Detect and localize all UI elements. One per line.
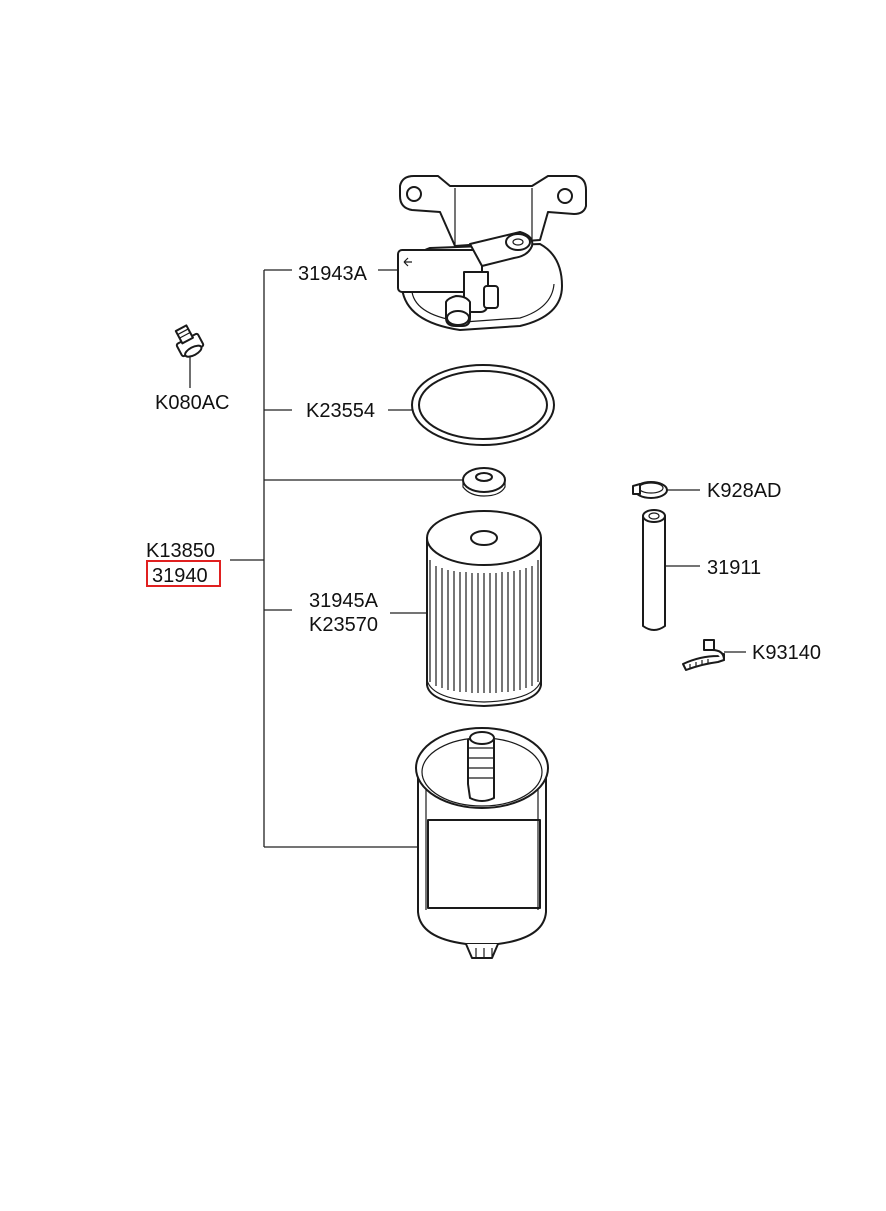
label-clamp: K928AD: [707, 480, 782, 502]
filter-bowl-part: [415, 727, 549, 959]
label-filter-head: 31943A: [298, 263, 368, 285]
label-assembly-k13850: K13850: [146, 540, 215, 562]
label-hose: 31911: [707, 557, 761, 579]
highlight-box-31940[interactable]: [146, 560, 221, 587]
label-assembly-31940[interactable]: 31940: [152, 565, 208, 587]
bolt-part: [174, 324, 205, 358]
washer-part: [462, 467, 506, 497]
label-bolt: K080AC: [155, 392, 230, 414]
clamp-part: [632, 481, 668, 499]
filter-pleats: [435, 566, 533, 693]
filter-head-part: [397, 175, 587, 331]
label-element-k23570: K23570: [309, 614, 378, 636]
o-ring-part: [411, 364, 555, 446]
label-element-31945a: 31945A: [309, 590, 379, 612]
cable-band-part: [682, 639, 725, 671]
label-o-ring: K23554: [306, 400, 375, 422]
leader-lines: [189, 269, 746, 848]
hose-part: [642, 509, 666, 631]
label-band: K93140: [752, 642, 821, 664]
filter-element-part: [426, 510, 542, 707]
